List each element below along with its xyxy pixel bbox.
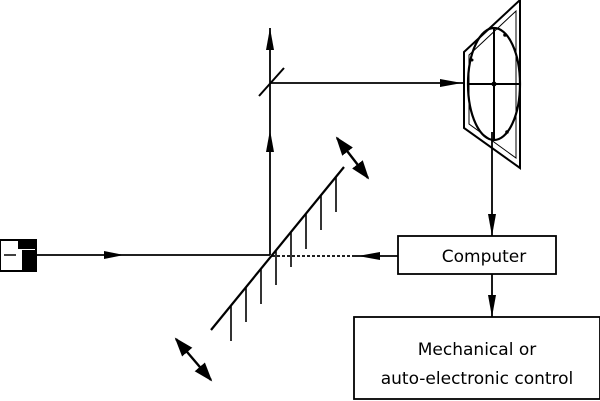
- beam-splitter-icon: [258, 67, 285, 97]
- input-beam: [36, 251, 270, 259]
- computer-label: Computer: [442, 247, 527, 267]
- laser-source-icon: [0, 239, 37, 272]
- computer-box: Computer: [397, 235, 557, 275]
- grating-icon: [210, 166, 345, 341]
- beam-arrow-up-upper: [266, 28, 274, 50]
- reflected-beam: [270, 79, 466, 87]
- computer-to-control-line: [488, 274, 496, 317]
- computer-feedback-line: [272, 252, 398, 260]
- grating-motion-arrow-upper: [335, 136, 370, 180]
- beam-arrow-right: [104, 251, 124, 259]
- screen-detector-icon: [463, 0, 522, 170]
- vertical-beam: [266, 28, 274, 255]
- control-box: Mechanical or auto-electronic control: [353, 316, 600, 400]
- control-label-line1: Mechanical or: [418, 340, 536, 360]
- screen-to-computer-line: [488, 132, 496, 236]
- control-label-line2: auto-electronic control: [381, 369, 574, 389]
- grating-motion-arrow-lower: [174, 337, 213, 382]
- beam-arrow-up-lower: [266, 130, 274, 152]
- beam-arrow-to-screen: [440, 79, 462, 87]
